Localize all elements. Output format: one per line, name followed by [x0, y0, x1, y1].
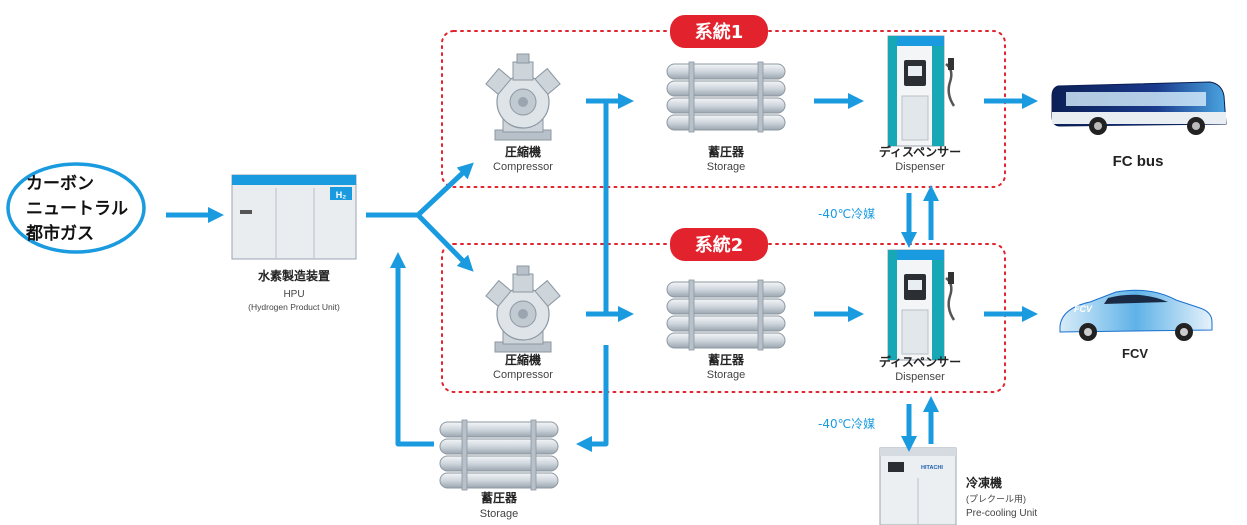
- compressor-1-label-en: Compressor: [493, 161, 553, 173]
- compressor-2-label-en: Compressor: [493, 369, 553, 381]
- coolant-label-2: -40℃冷媒: [818, 417, 875, 431]
- compressor-2: [485, 265, 561, 353]
- system2-badge: 系統2: [670, 228, 768, 261]
- source-line-3: 都市ガス: [25, 223, 94, 244]
- coolant-label-1: -40℃冷媒: [818, 207, 875, 221]
- compressor-1: [485, 53, 561, 141]
- storage-buffer-label-jp: 蓄圧器: [481, 490, 518, 505]
- storage-1: [666, 61, 786, 133]
- svg-text:系統2: 系統2: [695, 234, 744, 256]
- storage-buffer: [439, 419, 559, 491]
- dispenser-1: [886, 34, 956, 148]
- precool-label-sub: (プレクール用): [966, 494, 1026, 504]
- dispenser-1-label-jp: ディスペンサー: [879, 144, 961, 159]
- storage-2: [666, 279, 786, 351]
- arrow-to-compressor-2: [416, 213, 474, 272]
- dispenser-2-label-jp: ディスペンサー: [879, 354, 961, 369]
- arrow-to-buffer-storage: [575, 345, 609, 453]
- source-line-1: カーボン: [26, 174, 94, 194]
- compressor-1-label-jp: 圧縮機: [505, 144, 541, 159]
- storage-1-label-jp: 蓄圧器: [708, 144, 745, 159]
- storage-buffer-label-en: Storage: [480, 508, 519, 520]
- precool-unit: HITACHI: [879, 447, 957, 525]
- dispenser-1-label-en: Dispenser: [895, 161, 945, 173]
- arrow-to-compressor-1: [416, 162, 474, 217]
- hpu-label-jp: 水素製造装置: [258, 268, 330, 283]
- fc-bus: [1051, 81, 1227, 135]
- fcv-car: FCV: [1059, 289, 1213, 341]
- dispenser-2: [886, 248, 956, 362]
- precool-label-en: Pre-cooling Unit: [966, 508, 1037, 519]
- compressor-2-label-jp: 圧縮機: [505, 352, 541, 367]
- fcv-label: FCV: [1122, 346, 1148, 361]
- system1-badge: 系統1: [670, 15, 768, 48]
- hpu-label-en: HPU: [283, 289, 304, 300]
- source-line-2: ニュートラル: [26, 199, 128, 219]
- system1-box: [441, 30, 1006, 188]
- storage-2-label-jp: 蓄圧器: [708, 352, 745, 367]
- city-gas-source: カーボン ニュートラル 都市ガス: [6, 162, 146, 254]
- flow-arrows: [166, 92, 1039, 453]
- h2-badge: H₂: [336, 190, 347, 200]
- hpu-label-en-full: (Hydrogen Product Unit): [248, 302, 340, 312]
- hpu-unit: H₂: [231, 174, 357, 260]
- storage-2-label-en: Storage: [707, 369, 746, 381]
- storage-1-label-en: Storage: [707, 161, 746, 173]
- svg-text:系統1: 系統1: [695, 21, 744, 43]
- fc-bus-label: FC bus: [1113, 153, 1164, 170]
- arrow-buffer-to-hpu: [389, 251, 434, 447]
- precool-brand: HITACHI: [921, 465, 943, 471]
- dispenser-2-label-en: Dispenser: [895, 371, 945, 383]
- precool-label-jp: 冷凍機: [966, 475, 1002, 490]
- fcv-car-text: FCV: [1074, 304, 1093, 314]
